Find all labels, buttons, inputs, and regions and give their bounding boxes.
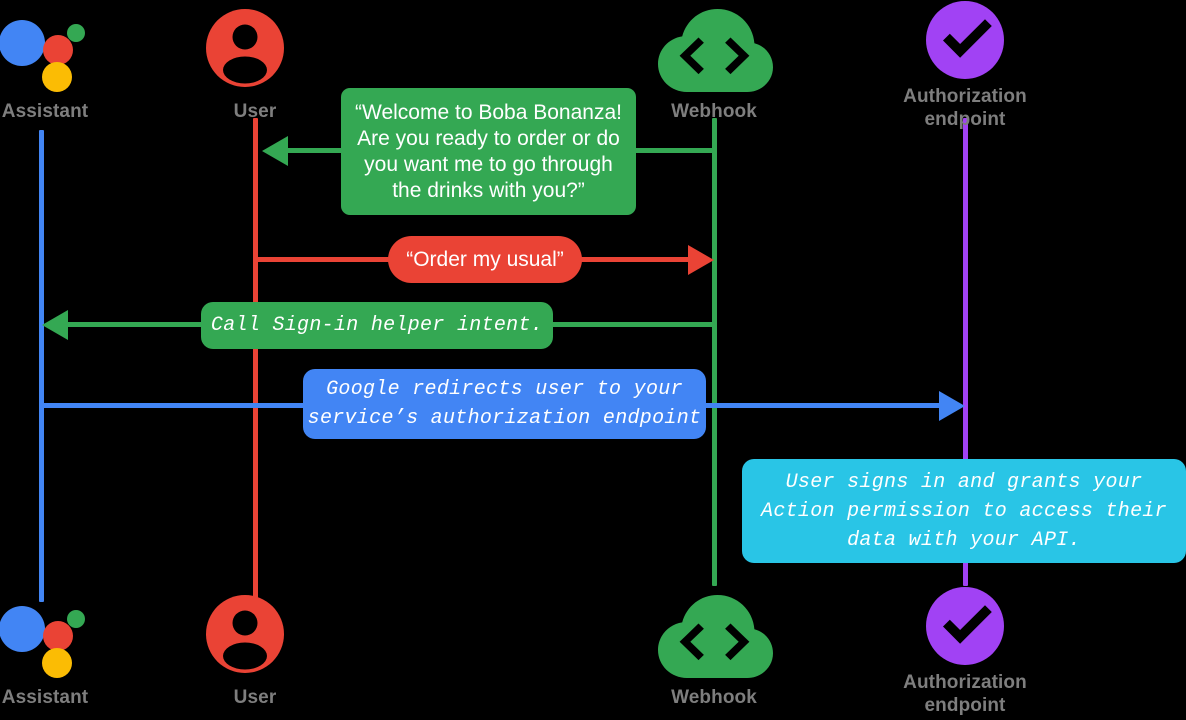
google-assistant-logo-icon: [0, 594, 95, 686]
assistant-dot-blue-icon: [0, 606, 45, 652]
bubble-user-grants-text: User signs in and grants your Action per…: [761, 470, 1167, 552]
bubble-order-my-usual-text: “Order my usual”: [406, 247, 564, 271]
actor-assistant-bottom: Assistant: [0, 594, 145, 709]
user-icon-wrap-bottom: [155, 594, 355, 686]
actor-label-assistant-top: Assistant: [1, 101, 89, 122]
actor-user-top: User: [155, 8, 355, 123]
arrow-head-order: [688, 245, 714, 275]
arrow-head-sign-in-helper: [42, 310, 68, 340]
user-icon-wrap: [155, 8, 355, 100]
lifeline-authorization: [963, 118, 968, 586]
lifeline-assistant: [39, 130, 44, 602]
bubble-redirect-text: Google redirects user to your service’s …: [307, 378, 702, 430]
bubble-user-grants: User signs in and grants your Action per…: [742, 459, 1186, 563]
actor-webhook-top: Webhook: [614, 8, 814, 123]
actor-user-bottom: User: [155, 594, 355, 709]
assistant-dot-green-icon: [67, 610, 85, 628]
actor-webhook-bottom: Webhook: [614, 594, 814, 709]
bubble-welcome: “Welcome to Boba Bonanza! Are you ready …: [341, 88, 636, 215]
bubble-welcome-text: “Welcome to Boba Bonanza! Are you ready …: [355, 100, 622, 202]
user-avatar-icon: [206, 595, 284, 673]
cloud-code-icon: [658, 595, 773, 678]
actor-authorization-bottom: Authorization endpoint: [865, 586, 1065, 717]
user-avatar-icon: [206, 9, 284, 87]
authorization-icon-wrap-bottom: [865, 586, 1065, 671]
bubble-order-my-usual: “Order my usual”: [388, 236, 582, 283]
assistant-dot-red-icon: [43, 35, 73, 65]
webhook-icon-wrap: [614, 8, 814, 100]
bubble-sign-in-helper: Call Sign-in helper intent.: [201, 302, 553, 349]
actor-assistant-top: Assistant: [0, 8, 145, 123]
actor-label-user-top: User: [233, 101, 277, 122]
actor-label-webhook-top: Webhook: [671, 101, 757, 122]
actor-authorization-top: Authorization endpoint: [865, 0, 1065, 131]
actor-label-webhook-bottom: Webhook: [671, 687, 757, 708]
google-assistant-logo-icon: [0, 8, 95, 100]
assistant-icon-wrap-bottom: [0, 594, 145, 686]
authorization-icon-wrap: [865, 0, 1065, 85]
lifeline-user: [253, 118, 258, 598]
arrow-head-redirect: [939, 391, 965, 421]
assistant-dot-red-icon: [43, 621, 73, 651]
cloud-code-icon: [658, 9, 773, 92]
arrow-head-welcome: [262, 136, 288, 166]
check-circle-icon: [926, 587, 1004, 665]
actor-label-user-bottom: User: [233, 687, 277, 708]
assistant-dot-blue-icon: [0, 20, 45, 66]
bubble-sign-in-helper-text: Call Sign-in helper intent.: [210, 314, 544, 337]
actor-label-assistant-bottom: Assistant: [1, 687, 89, 708]
actor-label-authorization-bottom: Authorization endpoint: [903, 672, 1027, 716]
actor-label-authorization-top: Authorization endpoint: [903, 86, 1027, 130]
assistant-dot-green-icon: [67, 24, 85, 42]
lifeline-webhook: [712, 118, 717, 586]
assistant-dot-yellow-icon: [42, 62, 72, 92]
bubble-redirect: Google redirects user to your service’s …: [303, 369, 706, 439]
assistant-icon-wrap: [0, 8, 145, 100]
webhook-icon-wrap-bottom: [614, 594, 814, 686]
assistant-dot-yellow-icon: [42, 648, 72, 678]
check-circle-icon: [926, 1, 1004, 79]
